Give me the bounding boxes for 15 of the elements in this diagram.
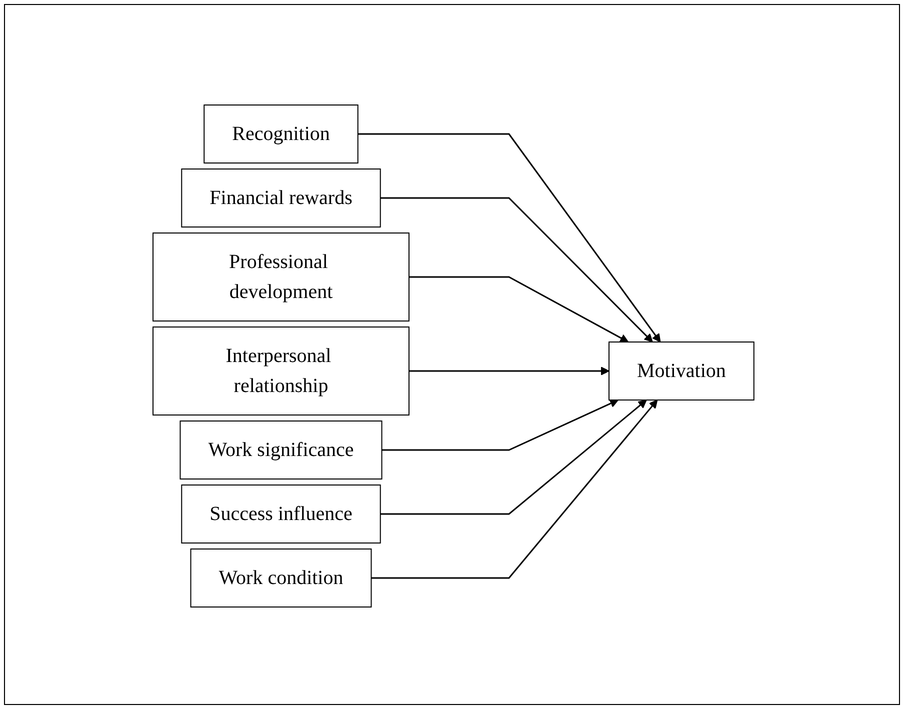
- arrow: [370, 399, 658, 578]
- node-box: Work condition: [190, 548, 372, 607]
- node-box: Success influence: [180, 484, 380, 543]
- node-box: Motivation: [608, 341, 754, 400]
- arrow: [381, 398, 618, 450]
- node-box: Interpersonal relationship: [152, 326, 410, 415]
- node-box: Recognition: [203, 104, 358, 163]
- node-box: Financial rewards: [180, 168, 380, 227]
- arrow: [408, 276, 628, 342]
- arrow: [408, 366, 609, 375]
- node-box: Professional development: [152, 232, 410, 321]
- arrow: [357, 132, 660, 342]
- arrow: [380, 196, 652, 342]
- arrow: [380, 399, 646, 514]
- node-box: Work significance: [179, 420, 382, 479]
